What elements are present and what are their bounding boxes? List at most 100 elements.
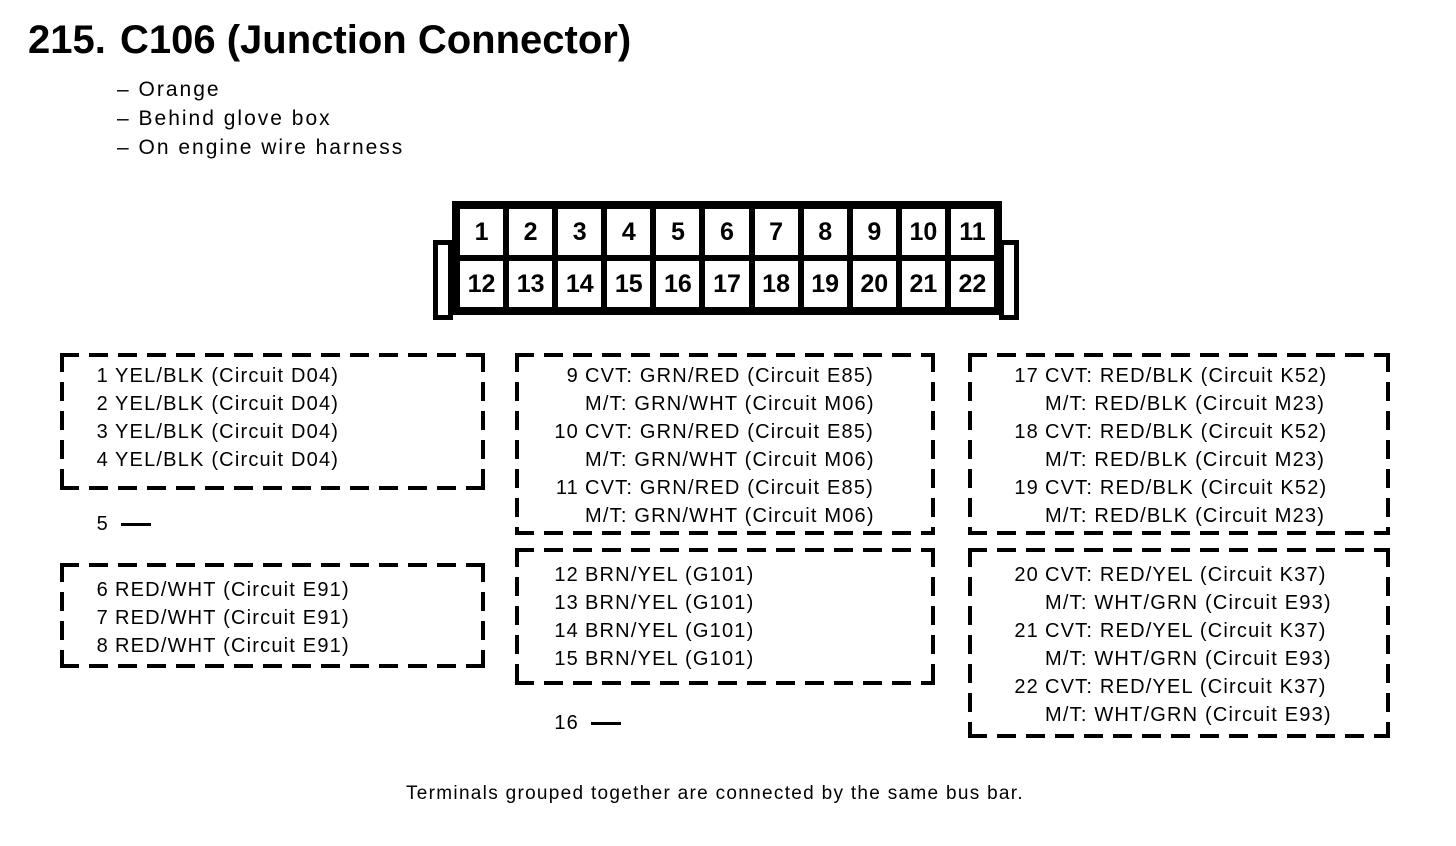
pin-entry-19: 19 CVT: RED/BLK (Circuit K52)M/T: RED/BLK… (972, 474, 1390, 530)
connector-pin-cell: 14 (555, 258, 605, 310)
connector-pin-cell: 16 (653, 258, 703, 310)
pin-number: 17 (1014, 365, 1039, 387)
connector-pin-number: 9 (867, 217, 882, 246)
pin-number: 8 (96, 635, 109, 657)
pin-number: 13 (554, 592, 579, 614)
connector-tab-right (999, 240, 1019, 320)
pin-number: 3 (96, 421, 109, 443)
connector-pin-cell: 6 (702, 206, 752, 258)
pin-number: 20 (1014, 564, 1039, 586)
pin-number: 19 (1014, 477, 1039, 499)
note-color: – Orange (117, 78, 221, 101)
pin-wire-label: YEL/BLK (Circuit D04) (115, 393, 340, 415)
connector-pin-cell: 18 (751, 258, 801, 310)
pin-number: 4 (96, 449, 109, 471)
pin-entry-21: 21 CVT: RED/YEL (Circuit K37)M/T: WHT/GRN… (972, 617, 1390, 673)
pin-number: 12 (554, 564, 579, 586)
connector-pin-cell: 7 (751, 206, 801, 258)
connector-tab-left (433, 240, 453, 320)
connector-pin-cell: 21 (898, 258, 948, 310)
section-number: 215. (28, 18, 106, 62)
pin-number: 2 (96, 393, 109, 415)
connector-pin-number: 13 (516, 269, 545, 298)
connector-pin-number: 10 (909, 217, 938, 246)
pin-number: 14 (554, 620, 579, 642)
pin-entry-2: 2 YEL/BLK (Circuit D04) (64, 390, 485, 418)
pin-wire-label: YEL/BLK (Circuit D04) (115, 449, 340, 471)
connector-pin-number: 18 (762, 269, 790, 298)
pin-wire-label: CVT: GRN/RED (Circuit E85)M/T: GRN/WHT (… (585, 421, 875, 471)
page-header: 215. C106 (Junction Connector) (28, 18, 631, 62)
pin-number: 11 (555, 477, 579, 499)
page-title: C106 (Junction Connector) (120, 18, 632, 62)
connector-pin-number: 6 (720, 217, 734, 246)
pin-wire-label: BRN/YEL (G101) (585, 648, 755, 670)
connector-pin-cell: 13 (506, 258, 556, 310)
pin-wire-label: RED/WHT (Circuit E91) (115, 635, 350, 657)
connector-pin-number: 2 (523, 217, 538, 246)
pin-number: 1 (96, 365, 109, 387)
connector-pin-cell: 15 (604, 258, 654, 310)
pin-wire-label: RED/WHT (Circuit E91) (115, 607, 350, 629)
pin-wire-label: CVT: RED/YEL (Circuit K37)M/T: WHT/GRN (… (1045, 564, 1332, 614)
no-connection-dash (121, 522, 151, 526)
pin-wire-label: CVT: RED/BLK (Circuit K52)M/T: RED/BLK (… (1045, 421, 1328, 471)
pin-number: 5 (96, 513, 109, 535)
connector-pin-number: 14 (565, 269, 594, 298)
pin-entry-9: 9 CVT: GRN/RED (Circuit E85)M/T: GRN/WHT … (519, 362, 935, 418)
connector-pin-number: 5 (670, 217, 685, 246)
connector-pin-number: 1 (474, 217, 489, 246)
connector-notes: – Orange – Behind glove box – On engine … (117, 75, 404, 162)
connector-pin-cell: 20 (849, 258, 899, 310)
pin-wire-label: CVT: GRN/RED (Circuit E85)M/T: GRN/WHT (… (585, 477, 875, 527)
pin-wire-label: YEL/BLK (Circuit D04) (115, 365, 340, 387)
connector-pin-number: 11 (959, 217, 986, 246)
pin-wire-label: CVT: GRN/RED (Circuit E85)M/T: GRN/WHT (… (585, 365, 875, 415)
pin-wire-label: YEL/BLK (Circuit D04) (115, 421, 340, 443)
pin-entry-10: 10 CVT: GRN/RED (Circuit E85)M/T: GRN/WHT… (519, 418, 935, 474)
connector-pin-number: 20 (860, 269, 889, 298)
pin-wire-label: BRN/YEL (G101) (585, 592, 755, 614)
pin-5-no-connection: 5 (64, 510, 151, 538)
pin-wire-label: BRN/YEL (G101) (585, 564, 755, 586)
connector-pin-cell: 3 (555, 206, 605, 258)
connector-pin-number: 17 (713, 269, 741, 298)
connector-pin-cell: 2 (506, 206, 556, 258)
pin-wire-label: CVT: RED/YEL (Circuit K37)M/T: WHT/GRN (… (1045, 620, 1332, 670)
pin-number: 9 (566, 365, 579, 387)
pin-number: 21 (1014, 620, 1039, 642)
pin-entry-17: 17 CVT: RED/BLK (Circuit K52)M/T: RED/BLK… (972, 362, 1390, 418)
connector-pin-cell: 10 (898, 206, 948, 258)
connector-pin-number: 19 (811, 269, 840, 298)
note-location: – Behind glove box (117, 107, 332, 130)
note-harness: – On engine wire harness (117, 136, 405, 159)
pin-entry-15: 15 BRN/YEL (G101) (519, 645, 935, 673)
pin-entry-7: 7 RED/WHT (Circuit E91) (64, 604, 485, 632)
connector-pin-number: 22 (958, 269, 987, 298)
pin-wire-label: RED/WHT (Circuit E91) (115, 579, 350, 601)
connector-pin-cell: 17 (702, 258, 752, 310)
connector-pin-cell: 4 (604, 206, 654, 258)
pin-wire-label: CVT: RED/BLK (Circuit K52)M/T: RED/BLK (… (1045, 365, 1328, 415)
connector-pin-number: 4 (621, 217, 636, 246)
pin-entry-11: 11 CVT: GRN/RED (Circuit E85)M/T: GRN/WHT… (519, 474, 935, 530)
pin-wire-label: CVT: RED/BLK (Circuit K52)M/T: RED/BLK (… (1045, 477, 1328, 527)
pin-number: 7 (96, 607, 109, 629)
connector-pin-cell: 22 (947, 258, 997, 310)
pin-number: 15 (554, 648, 579, 670)
connector-pin-number: 8 (818, 217, 833, 246)
no-connection-dash (591, 721, 621, 725)
pin-16-no-connection: 16 (519, 709, 621, 737)
pin-entry-8: 8 RED/WHT (Circuit E91) (64, 632, 485, 660)
pin-number: 10 (554, 421, 579, 443)
